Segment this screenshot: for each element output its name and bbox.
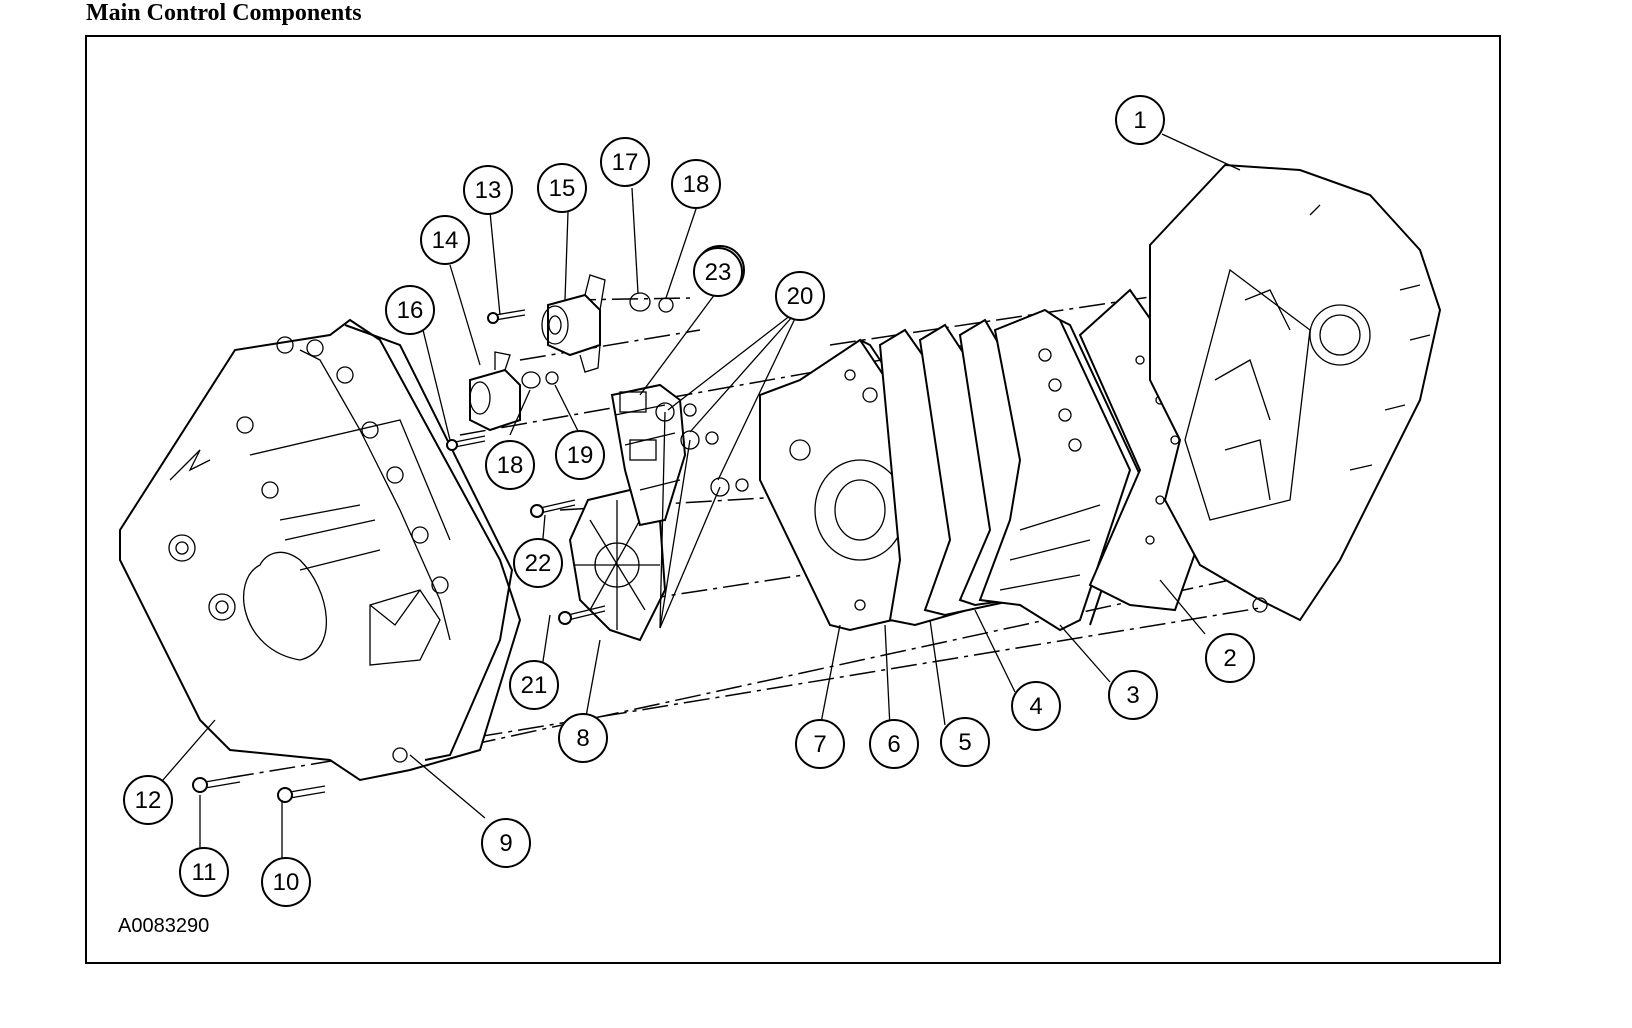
page-title: Main Control Components xyxy=(86,0,362,26)
callout-number: 23 xyxy=(705,259,732,286)
callout-13: 13 xyxy=(463,165,513,215)
callout-18: 18 xyxy=(485,440,535,490)
callout-12: 12 xyxy=(123,775,173,825)
callout-8: 8 xyxy=(558,713,608,763)
callout-number: 6 xyxy=(887,731,900,758)
callout-circle xyxy=(1205,633,1255,683)
callout-circle xyxy=(693,247,743,297)
callout-circle xyxy=(940,717,990,767)
callout-number: 8 xyxy=(576,725,589,752)
callout-circle xyxy=(123,775,173,825)
callout-circle xyxy=(795,719,845,769)
callout-22: 22 xyxy=(513,538,563,588)
callout-number: 18 xyxy=(683,171,710,198)
callout-circle xyxy=(1011,681,1061,731)
callout-number: 15 xyxy=(549,175,576,202)
callout-4: 4 xyxy=(1011,681,1061,731)
callout-circle xyxy=(775,271,825,321)
callout-2: 2 xyxy=(1205,633,1255,683)
callout-circle xyxy=(537,163,587,213)
callout-number: 1 xyxy=(1133,107,1146,134)
side-cover-12 xyxy=(119,318,522,782)
main-valve-body-3 xyxy=(978,308,1142,632)
callout-19: 19 xyxy=(555,430,605,480)
callout-group: 1234567891011121314151617181819192021222… xyxy=(123,95,1255,907)
figure-frame xyxy=(85,35,1501,964)
callout-circle xyxy=(179,847,229,897)
callout-9: 9 xyxy=(481,818,531,868)
callout-number: 3 xyxy=(1126,682,1139,709)
callout-16: 16 xyxy=(385,285,435,335)
callout-18: 18 xyxy=(671,159,721,209)
callout-number: 12 xyxy=(135,787,162,814)
callout-number: 9 xyxy=(499,830,512,857)
callout-circle xyxy=(261,857,311,907)
callout-21: 21 xyxy=(509,660,559,710)
callout-circle xyxy=(513,538,563,588)
callout-circle xyxy=(1108,670,1158,720)
leader-lines xyxy=(155,133,1241,860)
callout-circle xyxy=(1115,95,1165,145)
callout-circle xyxy=(485,440,535,490)
callout-number: 10 xyxy=(273,869,300,896)
solenoid-pack-23 xyxy=(610,383,687,527)
callout-number: 22 xyxy=(525,550,552,577)
figure-id: A0083290 xyxy=(118,915,209,937)
callout-number: 20 xyxy=(787,283,814,310)
callout-5: 5 xyxy=(940,717,990,767)
callout-3: 3 xyxy=(1108,670,1158,720)
callout-20: 20 xyxy=(775,271,825,321)
callout-circle xyxy=(385,285,435,335)
transaxle-case-1 xyxy=(1149,163,1442,622)
callout-circle xyxy=(481,818,531,868)
solenoid-15 xyxy=(541,274,606,373)
callout-14: 14 xyxy=(420,215,470,265)
callout-circle xyxy=(463,165,513,215)
callout-23: 23 xyxy=(693,247,743,297)
callout-circle xyxy=(869,719,919,769)
solenoid-14 xyxy=(469,351,521,432)
callout-number: 4 xyxy=(1029,693,1042,720)
callout-number: 7 xyxy=(813,731,826,758)
callout-6: 6 xyxy=(869,719,919,769)
callout-11: 11 xyxy=(179,847,229,897)
callout-circle xyxy=(558,713,608,763)
callout-number: 11 xyxy=(192,859,217,886)
callout-number: 14 xyxy=(432,227,459,254)
callout-number: 18 xyxy=(497,452,524,479)
callout-1: 1 xyxy=(1115,95,1165,145)
callout-17: 17 xyxy=(600,137,650,187)
callout-10: 10 xyxy=(261,857,311,907)
callout-number: 16 xyxy=(397,297,424,324)
callout-number: 19 xyxy=(567,442,594,469)
callout-circle xyxy=(600,137,650,187)
callout-number: 21 xyxy=(521,672,548,699)
callout-number: 2 xyxy=(1223,645,1236,672)
callout-circle xyxy=(555,430,605,480)
callout-15: 15 xyxy=(537,163,587,213)
callout-number: 13 xyxy=(475,177,502,204)
callout-circle xyxy=(420,215,470,265)
callout-number: 17 xyxy=(612,149,639,176)
callout-number: 5 xyxy=(958,729,971,756)
callout-circle xyxy=(509,660,559,710)
callout-7: 7 xyxy=(795,719,845,769)
callout-circle xyxy=(671,159,721,209)
